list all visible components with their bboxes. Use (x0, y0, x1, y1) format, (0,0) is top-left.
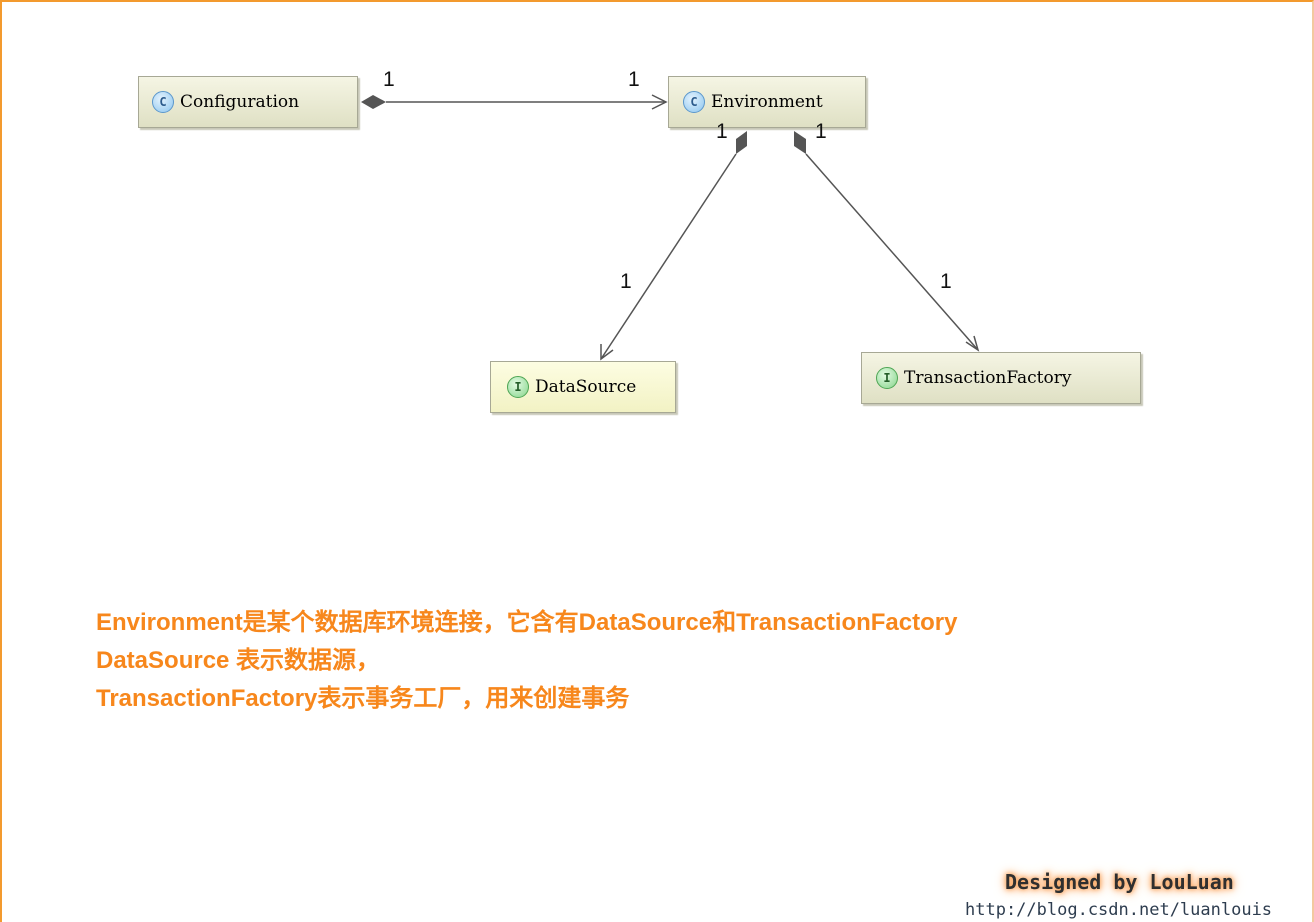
description-notes: Environment是某个数据库环境连接，它含有DataSource和Tran… (96, 604, 957, 718)
interface-datasource[interactable]: I DataSource (490, 361, 676, 413)
multiplicity-datasource-target: 1 (620, 270, 632, 293)
class-icon: C (683, 91, 705, 113)
multiplicity-env-datasource-source: 1 (716, 120, 728, 143)
interface-transactionfactory[interactable]: I TransactionFactory (861, 352, 1141, 404)
arrowhead (600, 344, 614, 361)
class-configuration[interactable]: C Configuration (138, 76, 358, 128)
multiplicity-config-source: 1 (383, 68, 395, 91)
class-label: Environment (711, 92, 823, 112)
multiplicity-env-target: 1 (628, 68, 640, 91)
composition-diamond (361, 95, 386, 109)
class-icon: C (152, 91, 174, 113)
interface-label: DataSource (535, 377, 637, 397)
arrowhead (651, 94, 668, 110)
note-line: DataSource 表示数据源， (96, 647, 381, 674)
composition-diamond (794, 131, 806, 154)
multiplicity-env-tf-source: 1 (815, 120, 827, 143)
note-line: Environment是某个数据库环境连接，它含有DataSource和Tran… (96, 609, 958, 636)
class-label: Configuration (180, 92, 300, 112)
edge-configuration-environment (361, 94, 668, 110)
credit-label: Designed by LouLuan (1005, 870, 1234, 894)
edge-environment-datasource (600, 131, 747, 361)
class-environment[interactable]: C Environment (668, 76, 866, 128)
arrowhead (965, 335, 980, 352)
watermark-url: http://blog.csdn.net/luanlouis (965, 900, 1273, 920)
edge-environment-transactionfactory (794, 131, 980, 352)
note-line: TransactionFactory表示事务工厂，用来创建事务 (96, 685, 630, 712)
interface-icon: I (876, 367, 898, 389)
interface-icon: I (507, 376, 529, 398)
multiplicity-tf-target: 1 (940, 270, 952, 293)
composition-diamond (736, 131, 747, 154)
interface-label: TransactionFactory (904, 368, 1072, 388)
